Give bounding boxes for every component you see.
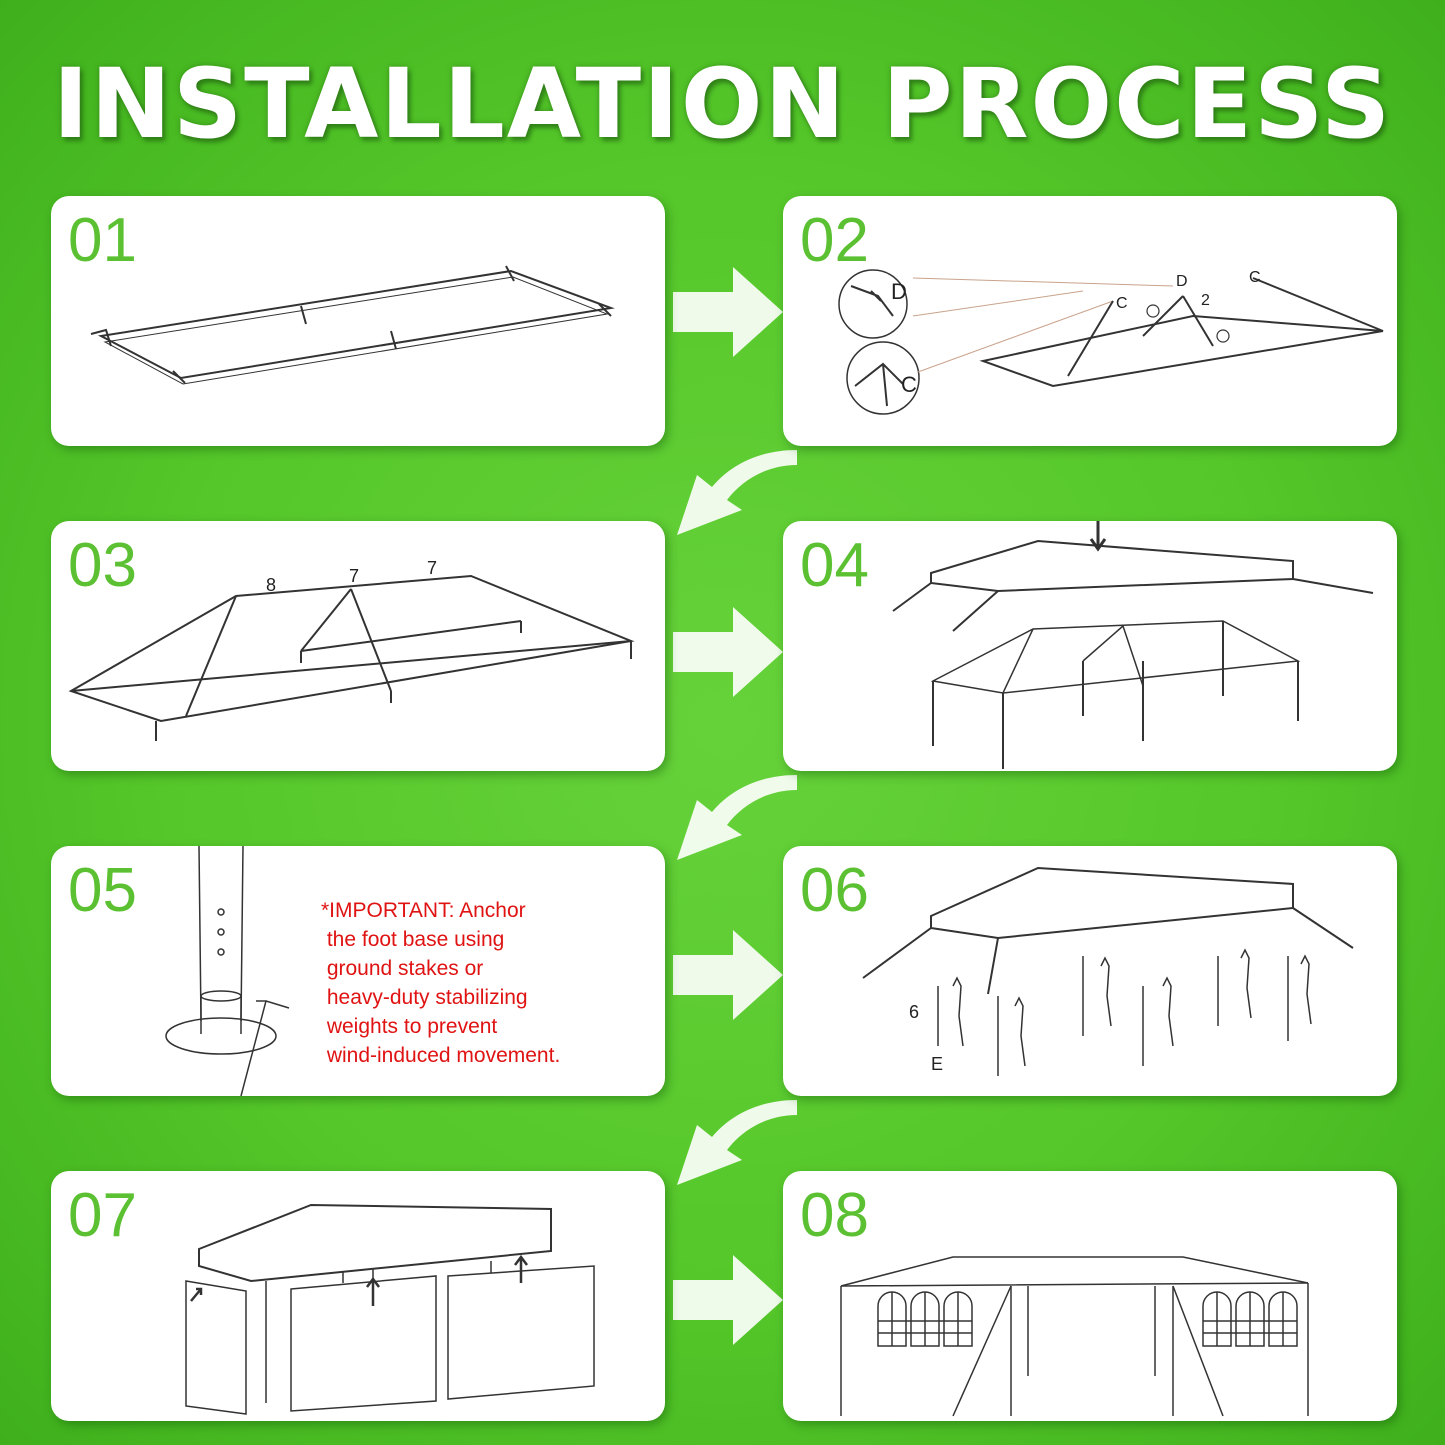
- full-roof-frame-illustration: 8 7 7: [68, 558, 635, 741]
- finished-tent-illustration: [840, 1256, 1309, 1417]
- part-label: 6: [909, 1002, 919, 1022]
- raise-legs-illustration: 6 E: [862, 866, 1354, 1076]
- part-label: D: [891, 279, 907, 304]
- step-02-card: 02 D C D 2 C C: [783, 196, 1397, 446]
- step-number: 03: [68, 531, 137, 600]
- important-note: *IMPORTANT: Anchor the foot base using g…: [321, 899, 561, 1067]
- roof-frame-illustration: D C D 2 C C: [838, 269, 1384, 415]
- part-label: C: [901, 372, 917, 397]
- step-05-card: 05 *IMPORTANT: Anchor the foot base usin…: [51, 846, 665, 1096]
- part-label: E: [931, 1054, 943, 1074]
- step-number: 01: [68, 206, 137, 275]
- step-number: 08: [800, 1181, 869, 1250]
- part-label: 2: [1201, 292, 1210, 309]
- step-01-card: 01: [51, 196, 665, 446]
- step-03-card: 03 8 7 7: [51, 521, 665, 771]
- arrow-downleft-1-icon: [677, 450, 797, 535]
- step-07-card: 07: [51, 1171, 665, 1421]
- part-label: 7: [427, 558, 437, 578]
- step-06-card: 06 6 E: [783, 846, 1397, 1096]
- step-number: 04: [800, 531, 869, 600]
- page-title: INSTALLATION PROCESS: [52, 48, 1393, 160]
- foot-anchor-illustration: [165, 846, 290, 1096]
- canopy-placement-illustration: [892, 521, 1374, 769]
- step-number: 07: [68, 1181, 137, 1250]
- base-frame-illustration: [90, 265, 615, 385]
- step-08-card: 08: [783, 1171, 1397, 1421]
- step-04-card: 04: [783, 521, 1397, 771]
- arrow-right-3-icon: [673, 930, 783, 1020]
- part-label: 8: [266, 575, 276, 595]
- attach-sidewalls-illustration: [185, 1203, 595, 1415]
- arrow-downleft-2-icon: [677, 775, 797, 860]
- step-number: 05: [68, 856, 137, 925]
- arrow-downleft-3-icon: [677, 1100, 797, 1185]
- part-label: D: [1176, 273, 1188, 290]
- arrow-right-1-icon: [673, 267, 783, 357]
- part-label: 7: [349, 566, 359, 586]
- step-number: 06: [800, 856, 869, 925]
- step-number: 02: [800, 206, 869, 275]
- part-label: C: [1116, 295, 1128, 312]
- arrow-right-2-icon: [673, 607, 783, 697]
- arrow-right-4-icon: [673, 1255, 783, 1345]
- part-label: C: [1249, 269, 1261, 286]
